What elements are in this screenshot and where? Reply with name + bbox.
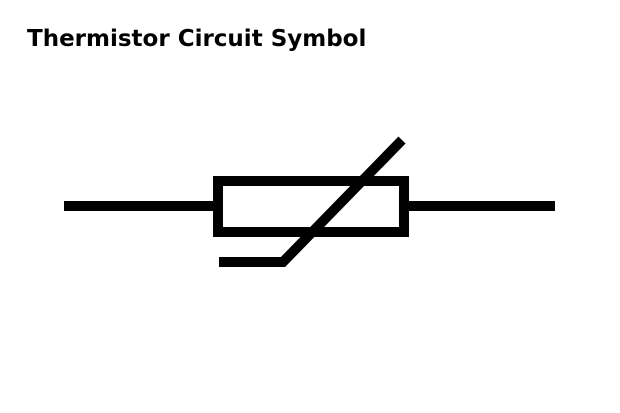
temperature-slash [219, 136, 406, 267]
page-title: Thermistor Circuit Symbol [27, 26, 367, 52]
resistor-body [213, 176, 409, 237]
thermistor-symbol [64, 136, 555, 267]
